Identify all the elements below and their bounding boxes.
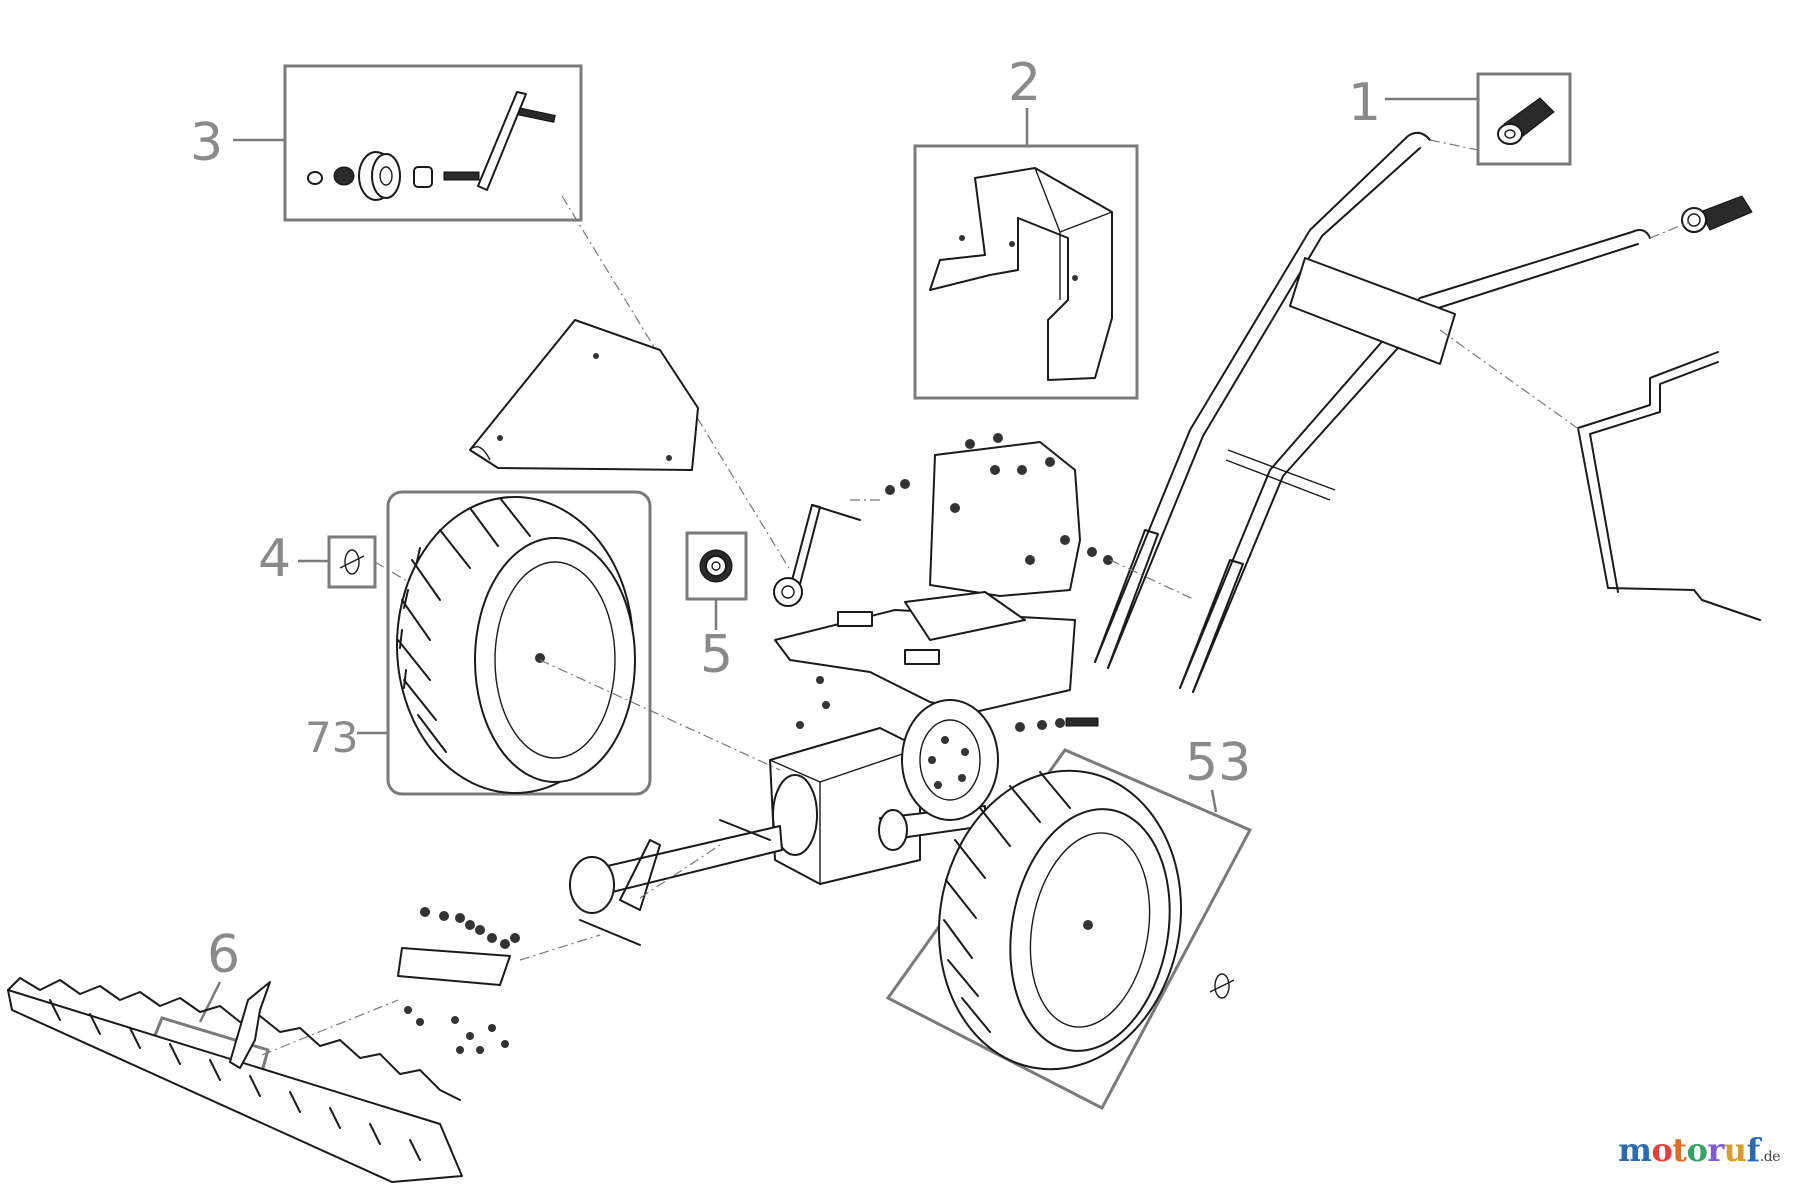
logo-letter: o	[1651, 1131, 1673, 1169]
pulley-box	[685, 531, 748, 601]
logo-letter: r	[1707, 1131, 1724, 1169]
part-number-1: 1	[1348, 73, 1381, 133]
chassis-frame	[774, 441, 1081, 713]
drive-pulley	[901, 699, 999, 821]
callout-73: 73	[305, 490, 781, 796]
lock-pin-icon	[1209, 973, 1235, 999]
right-wheel	[937, 769, 1183, 1071]
blade-fastener-set	[261, 907, 601, 1056]
motoruf-watermark-logo: motoruf.de	[1618, 1131, 1780, 1169]
logo-letter: f	[1746, 1131, 1761, 1169]
left-wheel-box	[386, 490, 652, 796]
logo-tld: .de	[1759, 1149, 1781, 1165]
part-number-5: 5	[700, 625, 733, 685]
idler-kit-box	[283, 64, 583, 222]
logo-letter: u	[1723, 1131, 1747, 1169]
fender-shield	[469, 319, 699, 471]
part-number-4: 4	[258, 529, 291, 589]
part-number-73: 73	[305, 713, 358, 762]
idler-kit-parts	[307, 91, 556, 201]
cutter-bar	[7, 977, 463, 1183]
tension-lever	[561, 195, 861, 607]
logo-letter: t	[1672, 1131, 1687, 1169]
callout-2: 2	[913, 53, 1139, 400]
logo-letter: m	[1618, 1131, 1652, 1169]
part-number-3: 3	[190, 113, 223, 173]
grip-box	[1476, 72, 1572, 166]
control-bail	[1439, 329, 1761, 621]
gearbox-axle	[569, 699, 999, 946]
belt-cover	[929, 167, 1113, 381]
callout-6: 6	[7, 925, 463, 1183]
handlebar	[1094, 131, 1753, 693]
belt-cover-box	[913, 144, 1139, 400]
callout-5: 5	[685, 531, 748, 685]
handle-grip-icon	[1681, 195, 1753, 233]
part-number-6: 6	[207, 925, 240, 985]
left-wheel	[396, 496, 636, 794]
handle-grip-icon	[1497, 97, 1555, 145]
logo-letter: o	[1686, 1131, 1708, 1169]
part-number-2: 2	[1008, 53, 1041, 113]
fasteners	[796, 433, 1196, 732]
callout-3: 3	[190, 64, 583, 222]
part-number-53: 53	[1185, 733, 1251, 793]
callout-1: 1	[1348, 72, 1572, 166]
callout-53: 53	[885, 733, 1253, 1111]
